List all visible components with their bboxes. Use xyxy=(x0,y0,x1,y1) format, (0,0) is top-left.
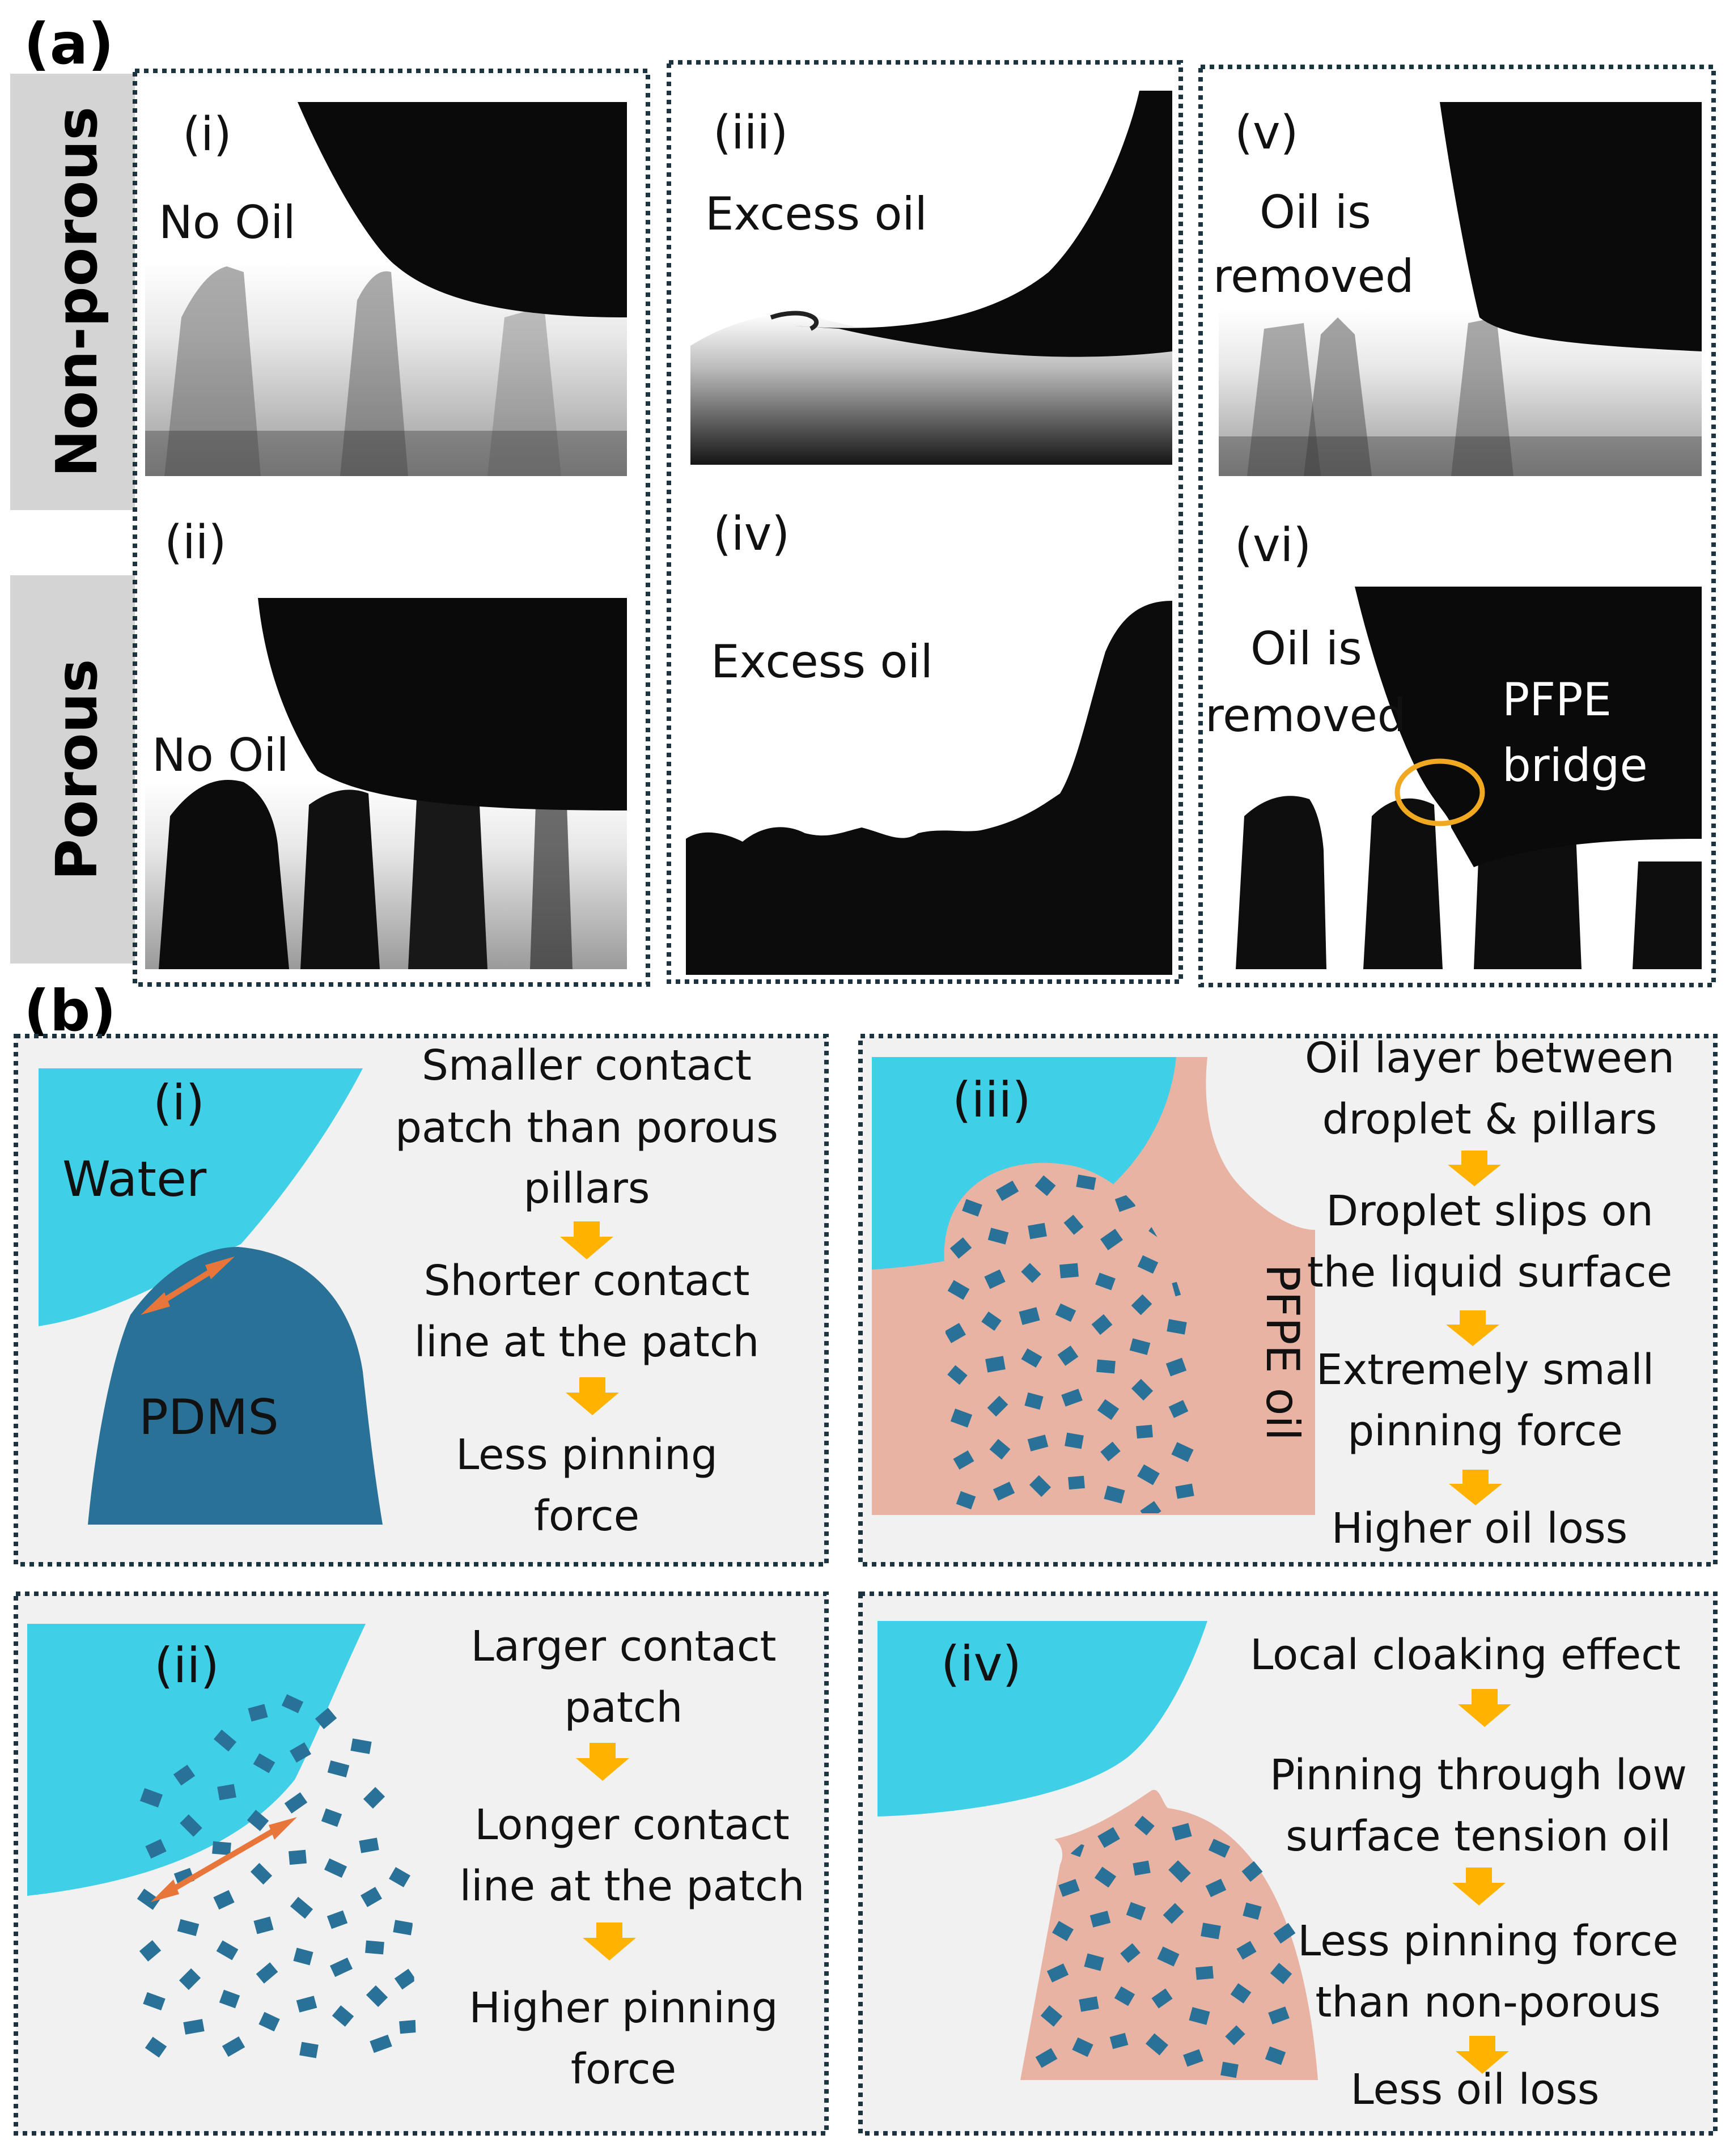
micrograph-iii xyxy=(690,91,1172,465)
b-iii-roman: (iii) xyxy=(952,1072,1031,1128)
schematic-b-ii xyxy=(27,1624,417,2059)
flow-arrow-icon xyxy=(583,1922,636,1960)
image-iii-roman: (iii) xyxy=(713,106,788,160)
image-vi-annotation-line2: bridge xyxy=(1502,739,1648,792)
row-label-nonporous: Non-porous xyxy=(44,107,110,477)
schematic-b-iii xyxy=(872,1057,1315,1515)
pfpe-bridge-circle xyxy=(1394,758,1485,826)
image-iv-caption: Excess oil xyxy=(711,635,933,688)
step-text: patch than porous xyxy=(395,1104,778,1152)
flow-arrow-icon xyxy=(576,1743,629,1781)
b-iv-roman: (iv) xyxy=(941,1636,1021,1692)
panel-b-label: (b) xyxy=(24,978,116,1044)
image-i-roman: (i) xyxy=(183,108,232,162)
row-label-box-nonporous xyxy=(10,74,135,510)
row-label-box-porous xyxy=(10,575,135,964)
image-ii-roman: (ii) xyxy=(164,516,227,570)
step-text: Local cloaking effect xyxy=(1250,1631,1681,1679)
pdms-label: PDMS xyxy=(139,1389,279,1446)
step-text: Shorter contact xyxy=(424,1257,750,1305)
b-i-roman: (i) xyxy=(153,1075,205,1131)
image-vi-caption-line1: Oil is xyxy=(1250,622,1362,675)
step-text: Oil layer between xyxy=(1305,1034,1674,1083)
image-i-caption: No Oil xyxy=(159,196,296,249)
water-label: Water xyxy=(62,1151,207,1208)
micrograph-vi xyxy=(1207,584,1702,969)
flow-arrow-icon xyxy=(1456,2036,1509,2074)
step-text: patch xyxy=(565,1683,683,1732)
b-ii-steps: Larger contact patch Longer contact line… xyxy=(460,1622,805,2094)
panel-a-label: (a) xyxy=(24,11,114,77)
image-vi-roman: (vi) xyxy=(1235,519,1311,572)
micrograph-i xyxy=(145,102,627,476)
schematic-b-i xyxy=(39,1068,383,1525)
step-text: Higher oil loss xyxy=(1332,1504,1627,1553)
step-text: pillars xyxy=(524,1164,650,1213)
step-text: the liquid surface xyxy=(1307,1248,1673,1297)
row-label-porous: Porous xyxy=(44,659,110,881)
image-v-caption-line1: Oil is xyxy=(1260,186,1371,239)
image-iii-caption: Excess oil xyxy=(705,188,927,240)
micrograph-ii xyxy=(145,589,627,969)
b-iv-steps: Local cloaking effect Pinning through lo… xyxy=(1250,1631,1687,2114)
schematic-b-iv xyxy=(877,1621,1318,2080)
step-text: line at the patch xyxy=(460,1862,805,1911)
image-vi-caption-line2: removed xyxy=(1205,689,1406,742)
flow-arrow-icon xyxy=(560,1221,613,1259)
frame-a-col3 xyxy=(1198,65,1716,987)
image-iv-roman: (iv) xyxy=(713,507,790,561)
flow-arrow-icon xyxy=(1446,1310,1499,1346)
step-text: than non-porous xyxy=(1315,1978,1660,2027)
step-text: Pinning through low xyxy=(1270,1751,1687,1800)
b-iii-steps: Oil layer between droplet & pillars Drop… xyxy=(1305,1034,1674,1553)
step-text: Droplet slips on xyxy=(1326,1187,1654,1236)
micrograph-iv xyxy=(686,589,1172,975)
flow-arrow-icon xyxy=(566,1377,619,1415)
image-v-caption-line2: removed xyxy=(1213,250,1414,303)
step-text: line at the patch xyxy=(414,1318,760,1366)
step-text: droplet & pillars xyxy=(1322,1095,1657,1144)
flow-arrow-icon xyxy=(1452,1868,1506,1905)
step-text: Less pinning force xyxy=(1298,1917,1678,1966)
b-ii-roman: (ii) xyxy=(154,1637,219,1694)
step-text: Less oil loss xyxy=(1351,2065,1600,2114)
step-text: pinning force xyxy=(1347,1407,1623,1455)
step-text: Extremely small xyxy=(1316,1346,1654,1394)
step-text: Smaller contact xyxy=(422,1041,752,1090)
flow-arrow-icon xyxy=(1448,1151,1501,1186)
step-text: force xyxy=(571,2045,676,2094)
pfpe-oil-label: PFPE oil xyxy=(1256,1264,1309,1441)
step-text: force xyxy=(534,1492,639,1540)
frame-a-col2 xyxy=(667,60,1183,984)
image-v-roman: (v) xyxy=(1235,106,1299,160)
step-text: surface tension oil xyxy=(1286,1812,1671,1861)
step-text: Longer contact xyxy=(474,1801,789,1849)
step-text: Larger contact xyxy=(470,1622,776,1671)
frame-a-col1 xyxy=(133,69,650,987)
flow-arrow-icon xyxy=(1458,1689,1511,1727)
micrograph-v xyxy=(1219,102,1702,476)
image-ii-caption: No Oil xyxy=(152,729,289,782)
b-i-steps: Smaller contact patch than porous pillar… xyxy=(395,1041,778,1540)
flow-arrow-icon xyxy=(1449,1470,1502,1505)
step-text: Higher pinning xyxy=(469,1984,778,2032)
step-text: Less pinning xyxy=(456,1431,718,1479)
image-vi-annotation-line1: PFPE xyxy=(1502,673,1612,726)
